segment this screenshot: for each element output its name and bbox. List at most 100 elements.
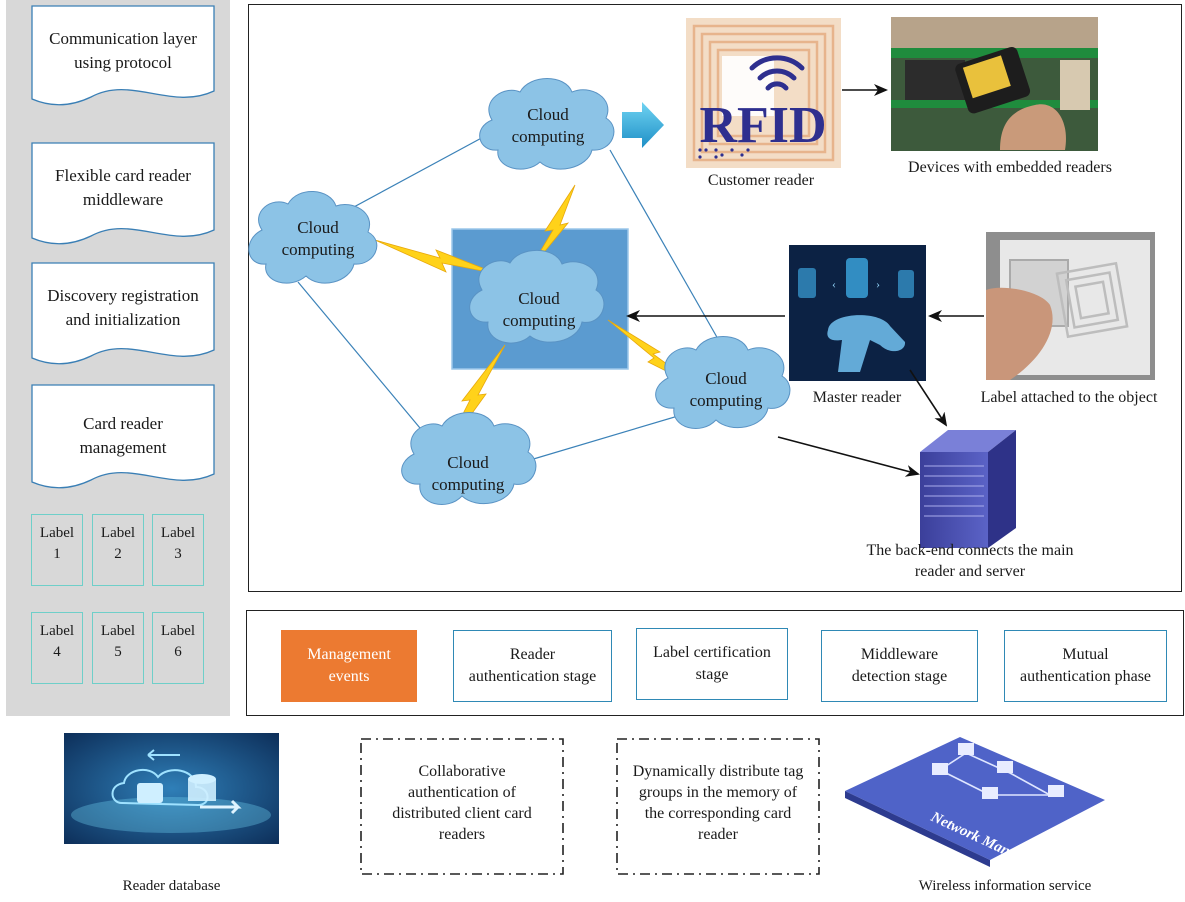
label-box-3: Label 3	[152, 514, 204, 586]
label-word: Label	[39, 525, 75, 541]
stage-line: events	[328, 668, 370, 685]
cloud-label-line: Cloud	[518, 289, 560, 308]
text-line: Collaborative	[418, 763, 506, 780]
cloud-right	[655, 336, 791, 429]
stage-management-events: Management events	[281, 630, 417, 702]
svg-text:‹: ‹	[832, 277, 836, 291]
doc-middleware: Flexible card reader middleware	[31, 142, 215, 252]
dynamic-box-border	[616, 738, 820, 875]
server-icon	[920, 430, 1016, 548]
collab-box-border	[360, 738, 564, 875]
embedded-device-photo	[891, 17, 1098, 151]
label-box-5: Label 5	[92, 612, 144, 684]
network-diagram-svg: RFID ‹ ›	[248, 17, 1155, 548]
cloud-label-line: Cloud	[527, 105, 569, 124]
rfid-logo-text: RFID	[699, 97, 826, 154]
label-tag-photo	[986, 232, 1155, 380]
caption-master-reader: Master reader	[812, 389, 902, 406]
cloud-label-line: Cloud	[447, 453, 489, 472]
rfid-image: RFID	[686, 18, 841, 168]
sidebar-panel: Communication layer using protocol Flexi…	[6, 0, 230, 716]
cloud-label-line: computing	[689, 391, 763, 410]
cloud-label-right: Cloud computing	[678, 368, 774, 412]
doc-label: Card reader management	[79, 414, 167, 457]
caption-reader-database: Reader database	[122, 878, 221, 894]
caption-line: reader and server	[914, 563, 1026, 580]
bottom-row-svg: Network Management	[64, 733, 1105, 882]
label-word: Label	[100, 525, 136, 541]
doc-communication-layer: Communication layer using protocol	[31, 5, 215, 112]
stage-line: authentication stage	[468, 668, 597, 685]
network-management-image: Network Management	[845, 737, 1105, 882]
stage-mutual-authentication: Mutual authentication phase	[1004, 630, 1167, 702]
caption-embedded-devices: Devices with embedded readers	[908, 159, 1112, 176]
wifi-icon	[749, 55, 805, 91]
stage-line: Label certification	[653, 644, 771, 661]
cloud-label-line: Cloud	[705, 369, 747, 388]
label-number: 3	[174, 546, 182, 562]
cloud-left	[248, 191, 378, 284]
label-number: 2	[114, 546, 122, 562]
stage-line: Reader	[509, 646, 556, 663]
caption-wireless-service: Wireless information service	[918, 878, 1092, 894]
caption-line: The back-end connects the main	[866, 542, 1074, 559]
cloud-label-top: Cloud computing	[500, 104, 596, 148]
label-number: 5	[114, 644, 122, 660]
cloud-bottom	[401, 412, 537, 505]
label-number: 6	[174, 644, 182, 660]
doc-discovery-registration: Discovery registration and initializatio…	[31, 262, 215, 372]
stage-line: Middleware	[860, 646, 939, 663]
label-box-1: Label 1	[31, 514, 83, 586]
document-shape	[31, 5, 215, 106]
label-number: 1	[53, 546, 61, 562]
stage-line: Mutual	[1062, 646, 1109, 663]
label-box-6: Label 6	[152, 612, 204, 684]
document-shape	[31, 384, 215, 489]
big-arrow-right-icon	[622, 102, 664, 148]
stage-label-certification: Label certification stage	[636, 628, 788, 700]
stage-middleware-detection: Middleware detection stage	[821, 630, 978, 702]
cloud-label-bottom: Cloud computing	[420, 452, 516, 496]
cloud-label-left: Cloud computing	[270, 217, 366, 261]
text-line: Dynamically distribute tag	[632, 763, 804, 780]
caption-backend: The back-end connects the main reader an…	[810, 540, 1130, 582]
document-shape	[31, 142, 215, 245]
cloud-label-line: computing	[281, 240, 355, 259]
text-line: authentication of	[408, 784, 516, 801]
svg-text:›: ›	[876, 277, 880, 291]
label-number: 4	[53, 644, 61, 660]
cloud-label-line: computing	[502, 311, 576, 330]
cloud-center	[469, 249, 605, 344]
doc-card-reader-management: Card reader management	[31, 384, 215, 496]
cloud-shapes	[248, 78, 791, 505]
doc-label: Discovery registration and initializatio…	[47, 286, 199, 329]
label-word: Label	[160, 525, 196, 541]
reader-database-image	[64, 733, 279, 844]
text-line: groups in the memory of	[638, 784, 798, 801]
text-line: the corresponding card	[644, 805, 792, 822]
text-line: reader	[698, 826, 738, 843]
text-line: distributed client card	[392, 805, 532, 822]
caption-customer-reader: Customer reader	[707, 172, 815, 189]
stage-reader-authentication: Reader authentication stage	[453, 630, 612, 702]
cloud-label-center: Cloud computing	[491, 288, 587, 332]
text-line: readers	[438, 826, 486, 843]
cloud-top	[479, 78, 615, 170]
label-word: Label	[39, 623, 75, 639]
doc-label: Communication layer using protocol	[49, 29, 197, 72]
stage-line: stage	[695, 666, 729, 683]
stage-line: detection stage	[851, 668, 948, 685]
caption-label-attached: Label attached to the object	[980, 389, 1158, 406]
doc-label: Flexible card reader middleware	[55, 166, 191, 209]
flow-arrows	[626, 84, 984, 477]
label-box-2: Label 2	[92, 514, 144, 586]
dynamic-distribute-text: Dynamically distribute tag groups in the…	[617, 761, 819, 845]
stage-line: authentication phase	[1019, 668, 1152, 685]
stage-line: Management	[307, 646, 391, 663]
master-reader-image: ‹ ›	[789, 245, 926, 381]
cloud-links	[297, 127, 731, 464]
label-word: Label	[100, 623, 136, 639]
label-box-4: Label 4	[31, 612, 83, 684]
collab-auth-text: Collaborative authentication of distribu…	[363, 761, 561, 845]
cloud-label-line: computing	[511, 127, 585, 146]
